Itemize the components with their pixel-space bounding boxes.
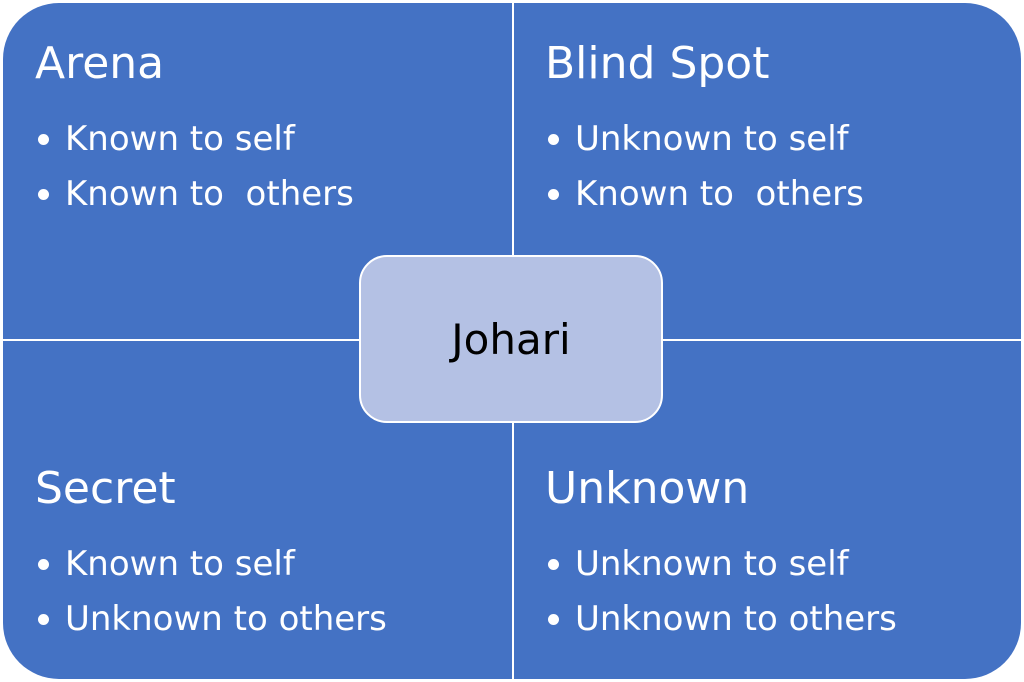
- bullet-list: Known to self Known to others: [35, 119, 505, 214]
- bullet-list: Unknown to self Known to others: [545, 119, 1015, 214]
- quadrant-unknown: Unknown Unknown to self Unknown to other…: [545, 464, 1015, 654]
- bullet-dot-icon: [38, 614, 49, 625]
- center-box: Johari: [359, 255, 663, 423]
- bullet-item: Unknown to others: [545, 599, 1015, 639]
- bullet-dot-icon: [38, 559, 49, 570]
- bullet-item: Known to others: [545, 174, 1015, 214]
- bullet-item: Unknown to self: [545, 544, 1015, 584]
- bullet-dot-icon: [38, 134, 49, 145]
- bullet-text: Unknown to others: [65, 599, 387, 639]
- bullet-item: Known to others: [35, 174, 505, 214]
- bullet-item: Unknown to others: [35, 599, 505, 639]
- bullet-text: Known to self: [65, 119, 295, 159]
- bullet-text: Known to others: [65, 174, 354, 214]
- bullet-list: Known to self Unknown to others: [35, 544, 505, 639]
- bullet-dot-icon: [548, 134, 559, 145]
- bullet-list: Unknown to self Unknown to others: [545, 544, 1015, 639]
- quadrant-arena: Arena Known to self Known to others: [35, 39, 505, 229]
- quadrant-blind-spot: Blind Spot Unknown to self Known to othe…: [545, 39, 1015, 229]
- quadrant-title: Unknown: [545, 463, 750, 514]
- bullet-dot-icon: [548, 559, 559, 570]
- bullet-item: Known to self: [35, 544, 505, 584]
- center-label: Johari: [451, 314, 571, 364]
- quadrant-secret: Secret Known to self Unknown to others: [35, 464, 505, 654]
- bullet-dot-icon: [548, 614, 559, 625]
- bullet-text: Known to self: [65, 544, 295, 584]
- quadrant-grid: Arena Known to self Known to others Blin…: [3, 3, 1021, 679]
- quadrant-title: Blind Spot: [545, 38, 770, 89]
- bullet-dot-icon: [38, 189, 49, 200]
- quadrant-title: Secret: [35, 463, 176, 514]
- bullet-dot-icon: [548, 189, 559, 200]
- quadrant-title: Arena: [35, 38, 165, 89]
- bullet-text: Unknown to others: [575, 599, 897, 639]
- bullet-item: Known to self: [35, 119, 505, 159]
- bullet-text: Unknown to self: [575, 544, 849, 584]
- bullet-text: Unknown to self: [575, 119, 849, 159]
- bullet-text: Known to others: [575, 174, 864, 214]
- bullet-item: Unknown to self: [545, 119, 1015, 159]
